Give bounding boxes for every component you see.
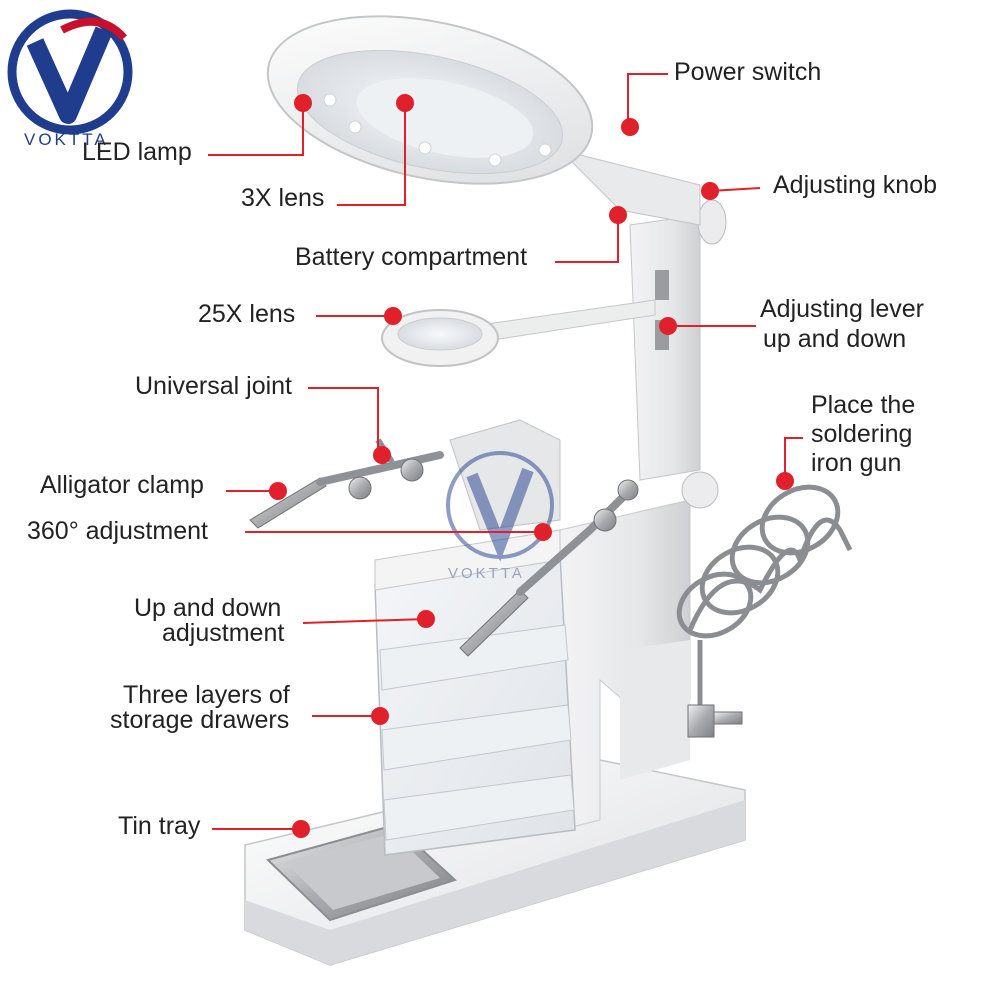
label-power-switch: Power switch [674, 58, 822, 86]
watermark-logo [446, 451, 554, 562]
label-drawers-1: Three layers of [123, 681, 290, 709]
lamp-head [266, 15, 701, 226]
brand-name: VOKTTA [24, 130, 109, 149]
label-iron-2: soldering [811, 420, 913, 448]
label-alligator-clamp: Alligator clamp [40, 471, 204, 499]
soldering-iron-holder [676, 484, 853, 720]
label-360-adjustment: 360° adjustment [27, 517, 208, 545]
brand-logo [7, 9, 133, 135]
label-iron-3: iron gun [811, 449, 902, 477]
stand-body [559, 499, 691, 831]
label-adjusting-lever-2: up and down [763, 325, 907, 353]
holder-screw-head [713, 711, 743, 725]
label-led-lamp: LED lamp [82, 138, 192, 166]
storage-drawers [374, 529, 576, 856]
callout-lines [208, 73, 803, 830]
label-battery-compartment: Battery compartment [295, 243, 528, 271]
label-iron-1: Place the [811, 391, 916, 419]
label-tin-tray: Tin tray [118, 812, 201, 840]
small-lens-arm [381, 299, 656, 367]
label-25x-lens: 25X lens [198, 300, 296, 328]
label-adjusting-knob: Adjusting knob [773, 171, 938, 199]
label-drawers-2: storage drawers [110, 706, 290, 734]
holder-screw [687, 704, 715, 738]
watermark-text: VOKTTA [448, 565, 525, 582]
label-up-down-2: adjustment [162, 619, 285, 647]
vertical-arm [629, 199, 727, 509]
label-adjusting-lever-1: Adjusting lever [760, 295, 924, 323]
label-3x-lens: 3X lens [241, 184, 325, 212]
callout-markers [269, 94, 794, 838]
label-universal-joint: Universal joint [135, 372, 293, 400]
label-up-down-1: Up and down [134, 594, 282, 622]
alligator-clamps [249, 419, 639, 657]
